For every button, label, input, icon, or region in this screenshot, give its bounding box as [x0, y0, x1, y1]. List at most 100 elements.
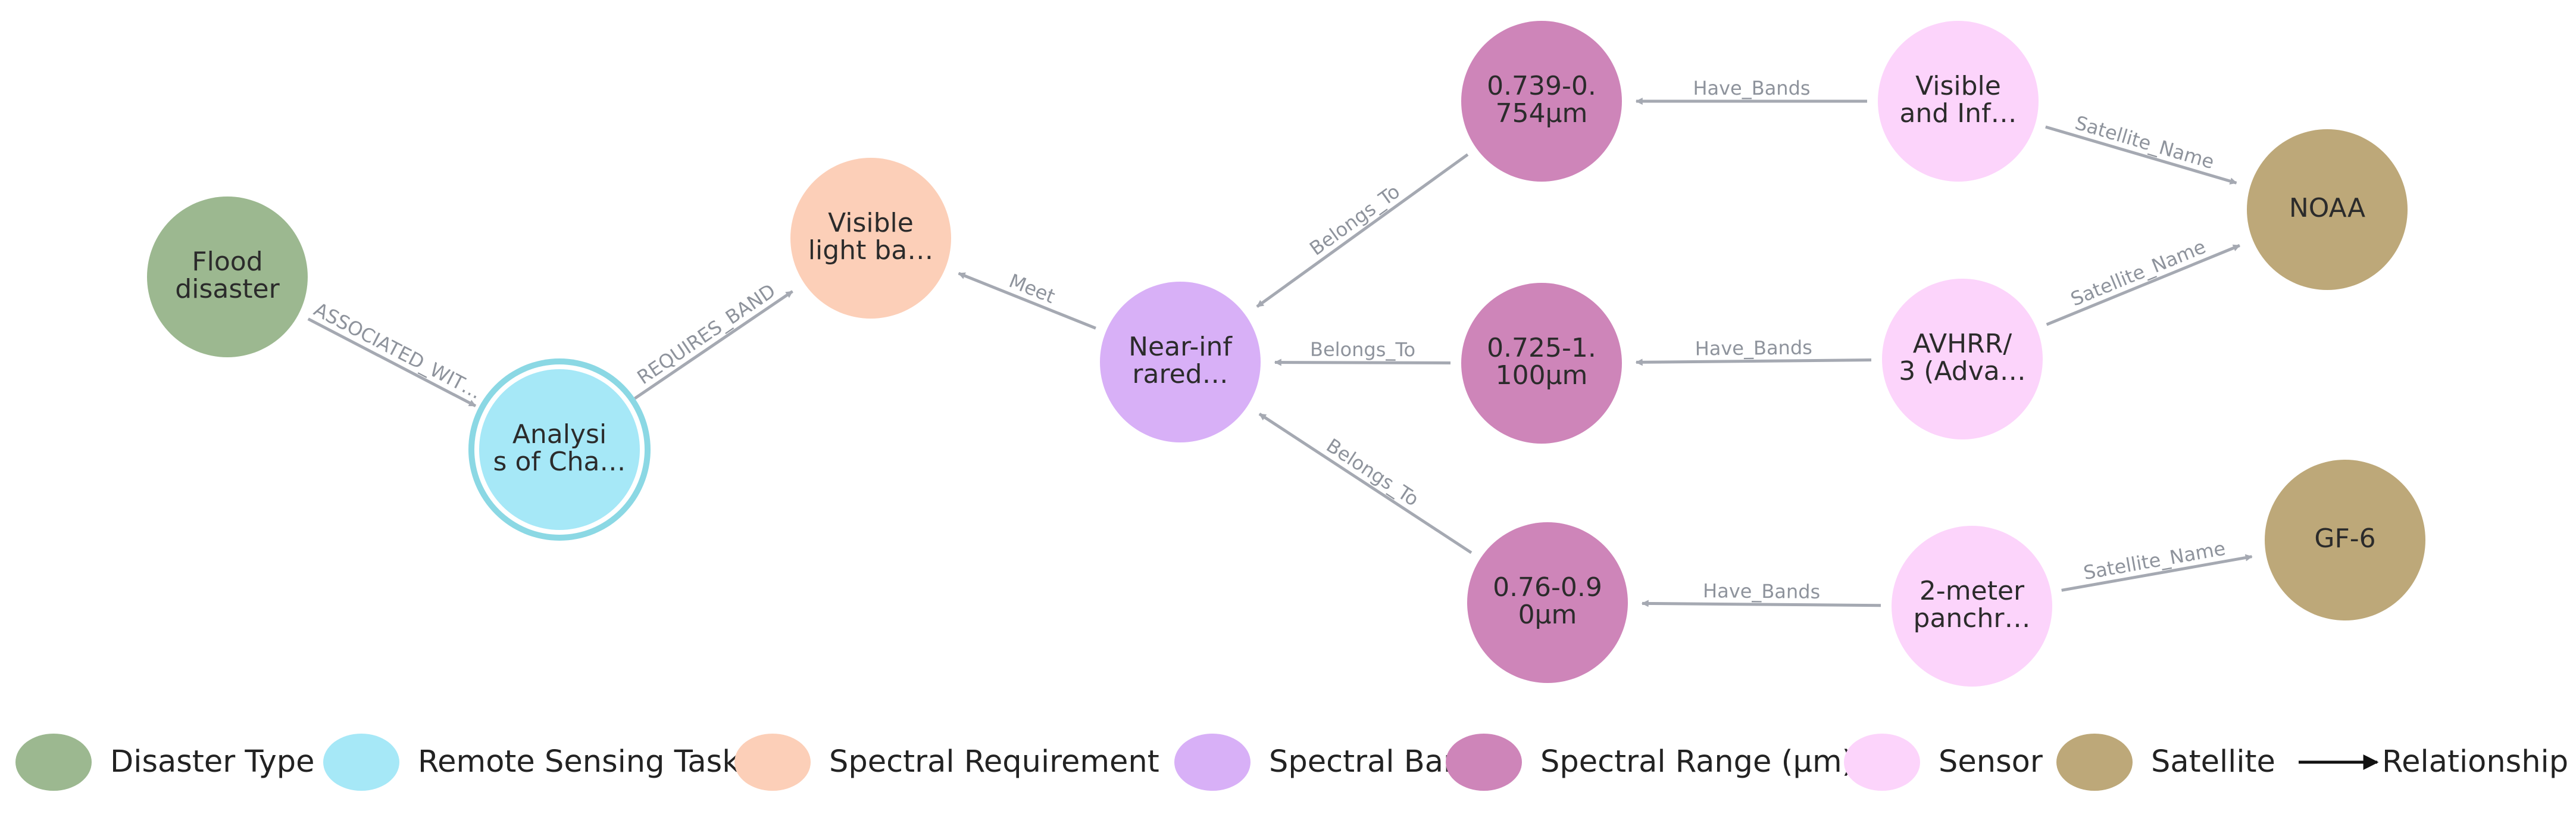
- legend-swatch: [2056, 734, 2133, 791]
- node-label-line: 0.725-1.: [1487, 333, 1596, 363]
- edge-line: [1641, 600, 1881, 607]
- node-circle: [1467, 522, 1628, 683]
- node-circle: [2247, 129, 2408, 290]
- node-s3[interactable]: 2-meterpanchr…: [1892, 526, 2052, 687]
- legend: Disaster Type Remote Sensing Task Spectral…: [15, 734, 2568, 791]
- node-label-line: 0.739-0.: [1487, 71, 1596, 101]
- node-label-line: Analysi: [512, 419, 607, 450]
- legend-label: Spectral Requirement: [829, 744, 1159, 779]
- edge-label: Belongs_To: [1310, 338, 1415, 361]
- node-label-line: 2-meter: [1920, 576, 2025, 606]
- edge-s3-to-gf6[interactable]: Satellite_Name: [2061, 537, 2253, 592]
- node-label-line: Flood: [192, 247, 262, 277]
- legend-item-satellite: Satellite: [2056, 734, 2275, 791]
- node-label-line: 0μm: [1518, 600, 1577, 630]
- edge-line: [1258, 413, 1473, 554]
- node-label-line: GF-6: [2314, 523, 2375, 554]
- edge-line: [958, 272, 1096, 330]
- legend-label: Spectral Range (μm): [1540, 744, 1854, 779]
- node-label-line: 0.76-0.9: [1493, 572, 1602, 603]
- edge-label: Satellite_Name: [2067, 235, 2209, 311]
- edge-label: Have_Bands: [1695, 336, 1812, 360]
- edge-s2-to-r2[interactable]: Have_Bands: [1635, 336, 1872, 366]
- node-label-line: 754μm: [1496, 98, 1588, 129]
- node-circle: [2265, 460, 2425, 620]
- node-circle: [1882, 279, 2043, 439]
- edge-line: [2045, 125, 2237, 185]
- edge-flood-to-analysis[interactable]: ASSOCIATED_WIT…: [307, 298, 486, 407]
- legend-swatch: [1174, 734, 1251, 791]
- edge-s1-to-noaa[interactable]: Satellite_Name: [2045, 111, 2237, 185]
- node-label-line: rared…: [1132, 359, 1228, 389]
- legend-swatch: [1446, 734, 1522, 791]
- legend-item-spectral-range-m: Spectral Range (μm): [1446, 734, 1854, 791]
- node-label-line: NOAA: [2289, 193, 2365, 223]
- edge-nir-to-visible_light[interactable]: Meet: [958, 269, 1096, 330]
- legend-label: Sensor: [1939, 744, 2043, 779]
- edge-label: Have_Bands: [1693, 77, 1810, 99]
- edge-line: [1256, 153, 1469, 308]
- node-label-line: AVHRR/: [1913, 329, 2012, 359]
- edge-r3-to-nir[interactable]: Belongs_To: [1258, 413, 1473, 554]
- node-label-line: 100μm: [1496, 360, 1588, 391]
- legend-label: Remote Sensing Task: [418, 744, 740, 779]
- edge-line: [1635, 358, 1872, 366]
- legend-item-spectral-band: Spectral Band: [1174, 734, 1482, 791]
- edge-s2-to-noaa[interactable]: Satellite_Name: [2046, 235, 2240, 326]
- legend-swatch: [15, 734, 92, 791]
- node-nir[interactable]: Near-infrared…: [1100, 282, 1261, 442]
- node-label-line: Visible: [828, 208, 914, 238]
- node-noaa[interactable]: NOAA: [2247, 129, 2408, 290]
- edge-analysis-to-visible_light[interactable]: REQUIRES_BAND: [633, 279, 793, 400]
- edge-r2-to-nir[interactable]: Belongs_To: [1274, 338, 1451, 366]
- legend-item-disaster-type: Disaster Type: [15, 734, 315, 791]
- edge-s1-to-r1[interactable]: Have_Bands: [1635, 77, 1867, 105]
- edge-line: [634, 290, 793, 400]
- legend-item-sensor: Sensor: [1844, 734, 2043, 791]
- edge-label: REQUIRES_BAND: [633, 279, 780, 389]
- legend-swatch: [323, 734, 399, 791]
- node-label-line: light ba…: [808, 235, 933, 266]
- node-circle: [147, 197, 308, 357]
- edge-line: [2046, 244, 2240, 326]
- node-label-line: Visible: [1915, 71, 2001, 101]
- node-gf6[interactable]: GF-6: [2265, 460, 2425, 620]
- legend-item-relationship: Relationship: [2299, 744, 2568, 779]
- node-circle: [1100, 282, 1261, 442]
- node-label-line: and Inf…: [1899, 98, 2017, 129]
- node-label-line: s of Cha…: [493, 447, 626, 477]
- node-label-line: 3 (Adva…: [1899, 356, 2025, 386]
- legend-item-spectral-requirement: Spectral Requirement: [734, 734, 1159, 791]
- legend-swatch: [1844, 734, 1920, 791]
- edge-line: [307, 317, 477, 407]
- legend-label: Satellite: [2151, 744, 2275, 779]
- edge-label: Belongs_To: [1323, 434, 1423, 511]
- legend-label: Relationship: [2382, 744, 2568, 779]
- edge-label: Have_Bands: [1703, 579, 1820, 603]
- node-circle: [1892, 526, 2052, 687]
- node-circle: [479, 369, 640, 530]
- edge-r1-to-nir[interactable]: Belongs_To: [1256, 153, 1469, 308]
- edge-label: Belongs_To: [1305, 180, 1404, 260]
- node-label-line: disaster: [175, 274, 280, 304]
- node-s2[interactable]: AVHRR/3 (Adva…: [1882, 279, 2043, 439]
- node-label-line: panchr…: [1914, 603, 2031, 634]
- node-circle: [1461, 283, 1622, 444]
- edge-line: [2061, 554, 2253, 592]
- node-r2[interactable]: 0.725-1.100μm: [1461, 283, 1622, 444]
- node-circle: [790, 158, 951, 319]
- node-circle: [1461, 21, 1622, 182]
- node-r1[interactable]: 0.739-0.754μm: [1461, 21, 1622, 182]
- legend-item-remote-sensing-task: Remote Sensing Task: [323, 734, 740, 791]
- edge-s3-to-r3[interactable]: Have_Bands: [1641, 579, 1881, 607]
- legend-swatch: [734, 734, 811, 791]
- legend-label: Disaster Type: [110, 744, 315, 779]
- edge-label: ASSOCIATED_WIT…: [310, 298, 485, 404]
